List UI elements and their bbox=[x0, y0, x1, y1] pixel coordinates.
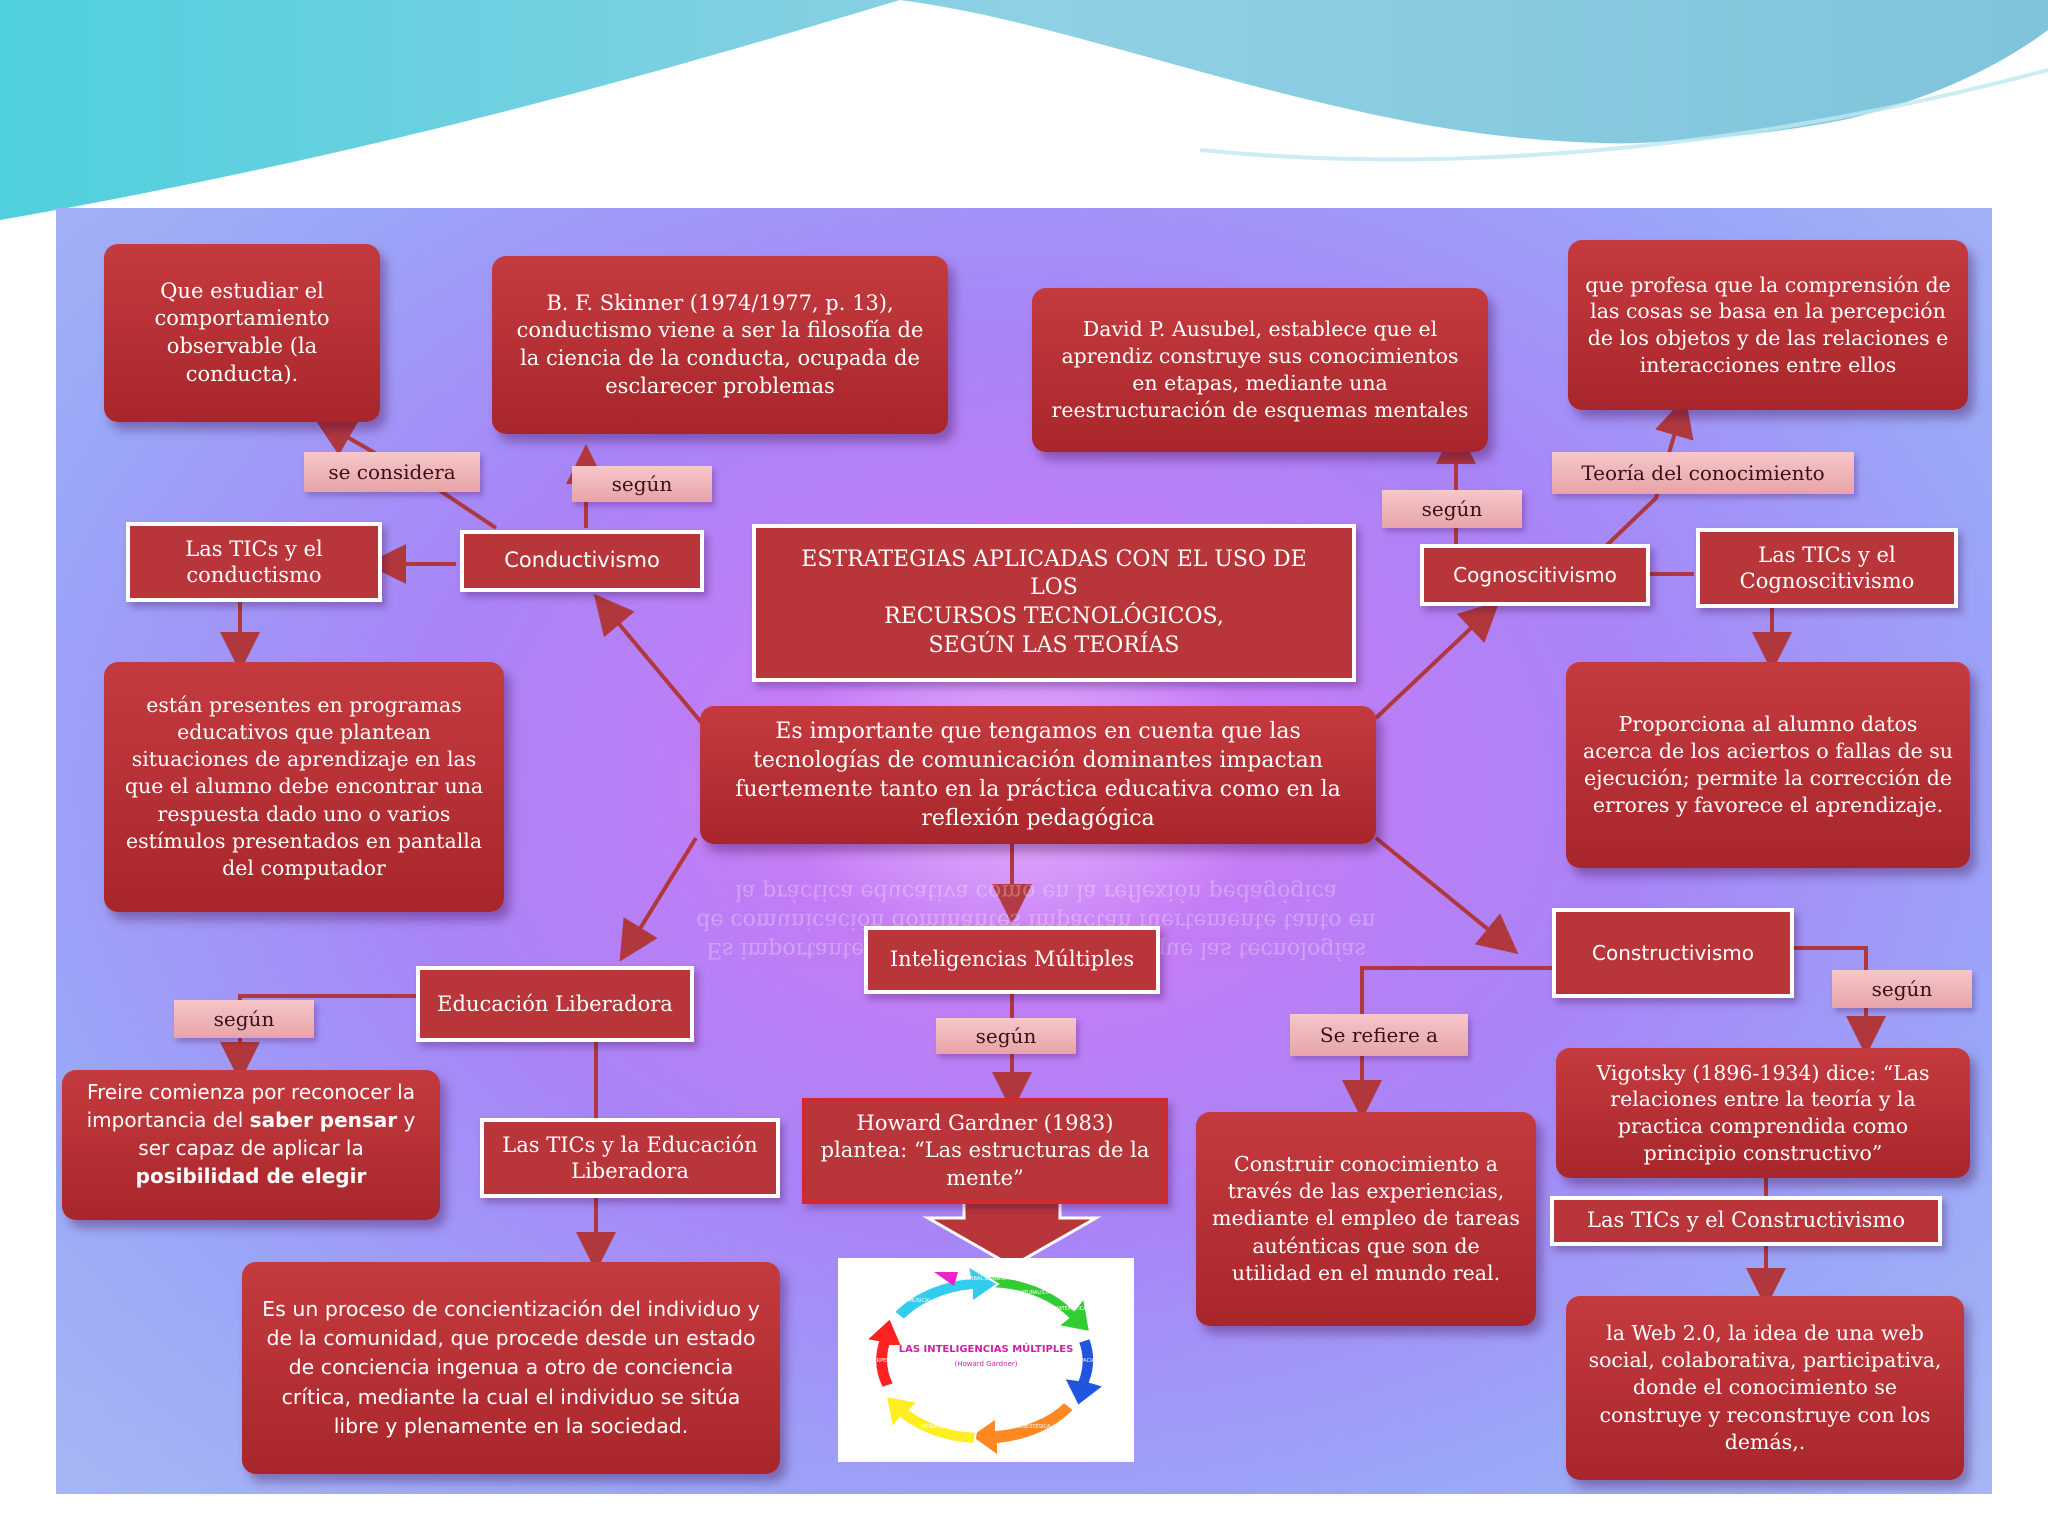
big-down-arrow bbox=[922, 1196, 1102, 1268]
chip-segun-cognoscitivismo: según bbox=[1382, 490, 1522, 528]
freire-node: Freire comienza por reconocer la importa… bbox=[62, 1070, 440, 1220]
title-box: ESTRATEGIAS APLICADAS CON EL USO DE LOS … bbox=[752, 524, 1356, 682]
chip-teoria-conocimiento: Teoría del conocimiento bbox=[1552, 452, 1854, 494]
freire-bold-2: posibilidad de elegir bbox=[135, 1164, 367, 1188]
mi-image-title: LAS INTELIGENCIAS MÚLTIPLES bbox=[899, 1342, 1074, 1355]
connector-lines bbox=[220, 396, 1886, 1308]
vigotsky-node: Vigotsky (1896-1934) dice: “Las relacion… bbox=[1556, 1048, 1970, 1178]
intelligences-cycle-graphic: LAS INTELIGENCIAS MÚLTIPLES (Howard Gard… bbox=[863, 1264, 1107, 1458]
tics-educacion-text: Es un proceso de concientización del ind… bbox=[242, 1262, 780, 1474]
freire-text-2: y ser capaz de aplicar la bbox=[138, 1108, 416, 1160]
inteligencias-multiples-node: Inteligencias Múltiples bbox=[864, 926, 1160, 994]
construir-node: Construir conocimiento a través de las e… bbox=[1196, 1112, 1536, 1326]
center-node: Es importante que tengamos en cuenta que… bbox=[700, 706, 1376, 844]
profesa-node: que profesa que la comprensión de las co… bbox=[1568, 240, 1968, 410]
title-line-4: SEGÚN LAS TEORÍAS bbox=[928, 632, 1180, 658]
educacion-liberadora-node: Educación Liberadora bbox=[416, 966, 694, 1042]
multiple-intelligences-image: LAS INTELIGENCIAS MÚLTIPLES (Howard Gard… bbox=[838, 1258, 1134, 1462]
skinner-node: B. F. Skinner (1974/1977, p. 13), conduc… bbox=[492, 256, 948, 434]
tics-educacion-label: Las TICs y la Educación Liberadora bbox=[480, 1118, 780, 1198]
mi-label-intrapersonal: INTRAPERSONAL bbox=[921, 1424, 963, 1430]
freire-text-1: Freire comienza por reconocer la importa… bbox=[86, 1080, 415, 1132]
tics-constructivismo-text: la Web 2.0, la idea de una web social, c… bbox=[1566, 1296, 1964, 1480]
gardner-node: Howard Gardner (1983) plantea: “Las estr… bbox=[802, 1098, 1168, 1204]
title-line-3: RECURSOS TECNOLÓGICOS, bbox=[884, 604, 1224, 629]
chip-se-refiere: Se refiere a bbox=[1290, 1014, 1468, 1056]
chip-segun-inteligencias: según bbox=[936, 1018, 1076, 1054]
title-line-1: ESTRATEGIAS APLICADAS CON EL USO DE bbox=[801, 546, 1307, 572]
title-line-2: LOS bbox=[1030, 575, 1078, 601]
constructivismo-node: Constructivismo bbox=[1552, 908, 1794, 998]
mi-label-musical: MUSICAL bbox=[909, 1298, 932, 1304]
chip-segun-educacion: según bbox=[174, 1000, 314, 1038]
chip-segun-conductivismo: según bbox=[572, 466, 712, 502]
tics-constructivismo-label: Las TICs y el Constructivismo bbox=[1550, 1196, 1942, 1246]
conductivismo-definition: Que estudiar el comportamiento observabl… bbox=[104, 244, 380, 422]
mi-label-interpersonal: INTERPERSONAL bbox=[865, 1358, 907, 1364]
tics-cognoscitivismo-label: Las TICs y el Cognoscitivismo bbox=[1696, 528, 1958, 608]
mi-label-logico: LÓGICO MATEMÁTICA bbox=[1033, 1305, 1087, 1312]
chip-segun-constructivismo: según bbox=[1832, 970, 1972, 1008]
mi-label-espacial: ESPACIAL bbox=[1074, 1358, 1098, 1364]
freire-bold-1: saber pensar bbox=[249, 1108, 398, 1132]
concept-map-canvas: ESTRATEGIAS APLICADAS CON EL USO DE LOS … bbox=[56, 208, 1992, 1494]
tics-conductismo-label: Las TICs y el conductismo bbox=[126, 522, 382, 602]
tics-cognoscitivismo-text: Proporciona al alumno datos acerca de lo… bbox=[1566, 662, 1970, 868]
header-wave bbox=[0, 0, 2048, 228]
mi-image-subtitle: (Howard Gardner) bbox=[955, 1360, 1018, 1368]
conductivismo-node: Conductivismo bbox=[460, 530, 704, 592]
mi-label-verbal: VERBAL LINGÜÍSTICA bbox=[964, 1275, 1017, 1282]
mi-label-kinestesica: KINESTÉSICA bbox=[1018, 1422, 1051, 1430]
tics-conductismo-text: están presentes en programas educativos … bbox=[104, 662, 504, 912]
chip-se-considera: se considera bbox=[304, 452, 480, 492]
ausubel-node: David P. Ausubel, establece que el apren… bbox=[1032, 288, 1488, 452]
cognoscitivismo-node: Cognoscitivismo bbox=[1420, 544, 1650, 606]
mi-label-naturalista: NATURALISTA bbox=[1017, 1290, 1051, 1296]
